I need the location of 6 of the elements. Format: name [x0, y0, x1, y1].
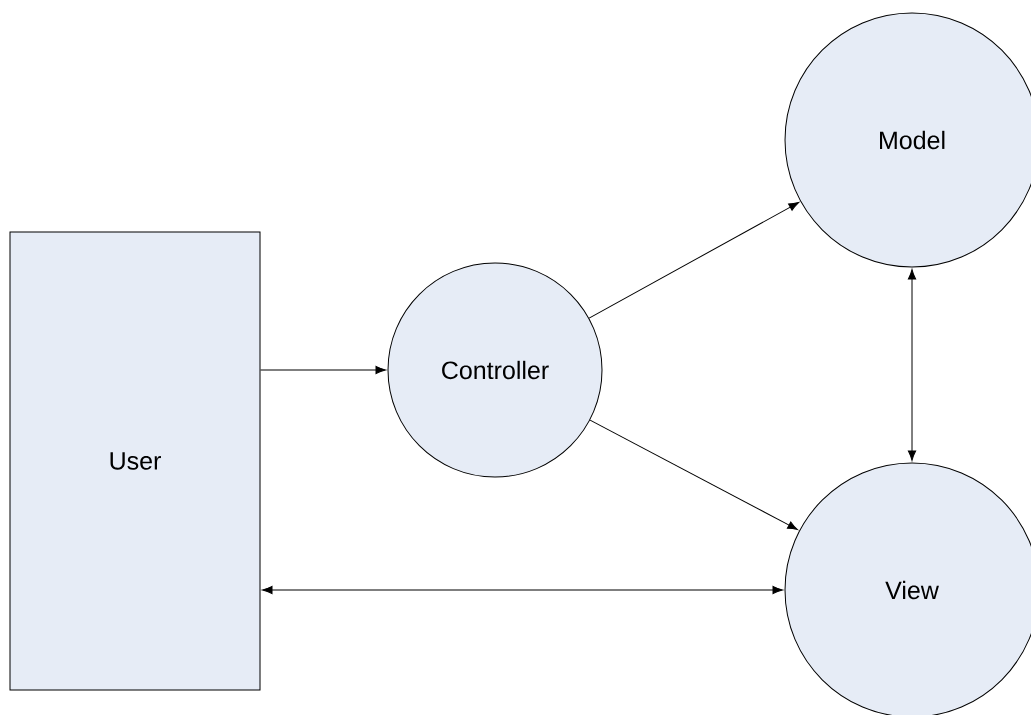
arrow — [262, 585, 783, 595]
arrow — [260, 365, 386, 375]
arrow — [589, 419, 798, 531]
user-box: User — [9, 231, 261, 691]
arrow — [907, 269, 917, 461]
arrow — [588, 202, 800, 319]
